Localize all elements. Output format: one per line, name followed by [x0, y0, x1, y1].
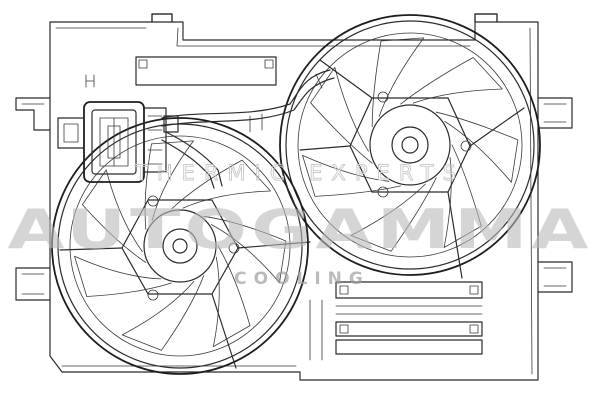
large-fan-blade [302, 155, 402, 197]
small-fan-hub [172, 238, 188, 254]
small-fan [51, 117, 311, 375]
shroud-frame [49, 13, 539, 381]
large-fan-hub [401, 136, 419, 154]
shroud-slots [85, 56, 483, 361]
large-fan-blades [302, 37, 519, 252]
mounting-tabs [15, 13, 573, 301]
watermark-tagline: THERMIC EXPERTS [134, 161, 465, 185]
large-fan-blade [350, 177, 437, 252]
large-fan-motor [369, 104, 451, 186]
small-fan-blade [121, 275, 205, 351]
large-fan-blade [371, 37, 425, 128]
watermark-brand: AUTOGAMMA [8, 198, 593, 261]
watermark-product: COOLING [234, 269, 370, 289]
large-fan-blade [443, 144, 482, 248]
small-fan-blade [74, 255, 172, 297]
large-fan-blade [400, 57, 503, 105]
small-fan-blade [213, 245, 251, 347]
small-fan-blade [82, 169, 147, 263]
wiring-harness [161, 69, 335, 189]
small-fan-motor [143, 209, 217, 283]
brand-watermark: THERMIC EXPERTS AUTOGAMMA COOLING [8, 161, 593, 289]
large-fan-blade [310, 67, 373, 164]
large-fan [279, 14, 541, 279]
electrical-connector [57, 101, 179, 183]
